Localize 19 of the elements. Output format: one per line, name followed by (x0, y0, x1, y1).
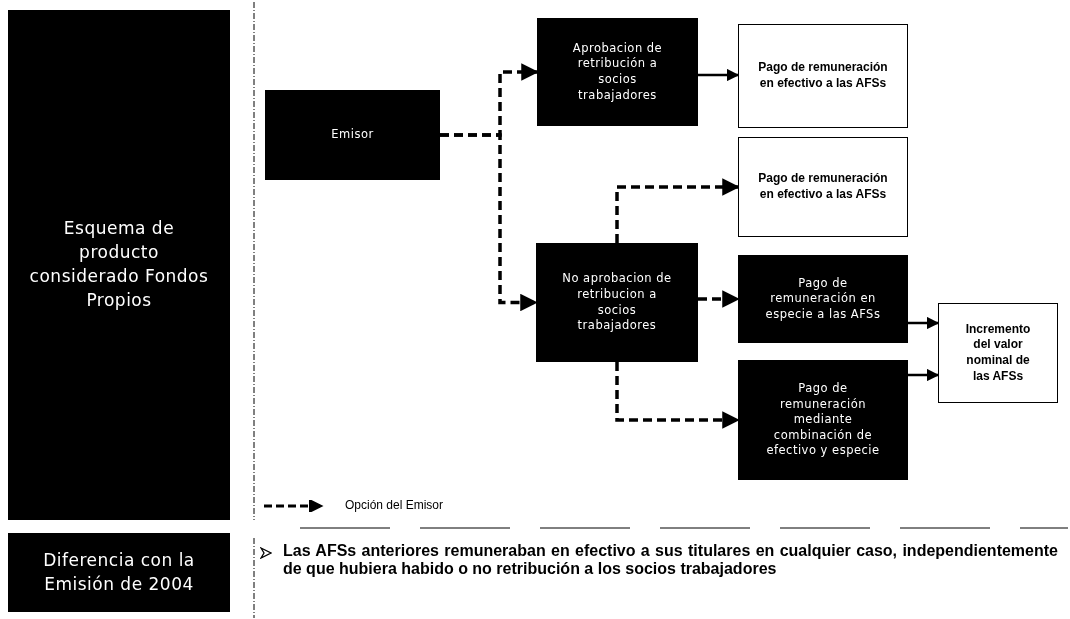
outcome-box: Incremento del valor nominal de las AFSs (938, 303, 1058, 403)
note-text: Las AFSs anteriores remuneraban en efectivo a sus titulares en cualquier caso, independientemente de que hubiera habido o no retribución a los socios trabajadores (283, 542, 1058, 579)
process-box: Emisor (265, 90, 440, 180)
dashed-arrow (698, 290, 740, 308)
process-box: Pago de remuneración mediante combinación de efectivo y especie (738, 360, 908, 480)
arrow (908, 316, 940, 330)
dashed-arrow (615, 178, 740, 243)
dashed-arrow (440, 133, 538, 312)
outcome-box: Pago de remuneración en efectivo a las AFSs (738, 137, 908, 237)
process-box: Pago de remuneración en especie a las AFSs (738, 255, 908, 343)
process-box: No aprobacion de retribucion a socios trabajadores (536, 243, 698, 362)
arrow (908, 368, 940, 382)
legend-label: Opción del Emisor (345, 498, 444, 512)
outcome-box: Pago de remuneración en efectivo a las AFSs (738, 24, 908, 128)
section-panel: Esquema de producto considerado Fondos Propios (8, 10, 230, 520)
dashed-arrow (615, 362, 740, 429)
arrow (698, 68, 740, 82)
process-box: Aprobacion de retribución a socios trabajadores (537, 18, 698, 126)
section-panel: Diferencia con la Emisión de 2004 (8, 533, 230, 612)
